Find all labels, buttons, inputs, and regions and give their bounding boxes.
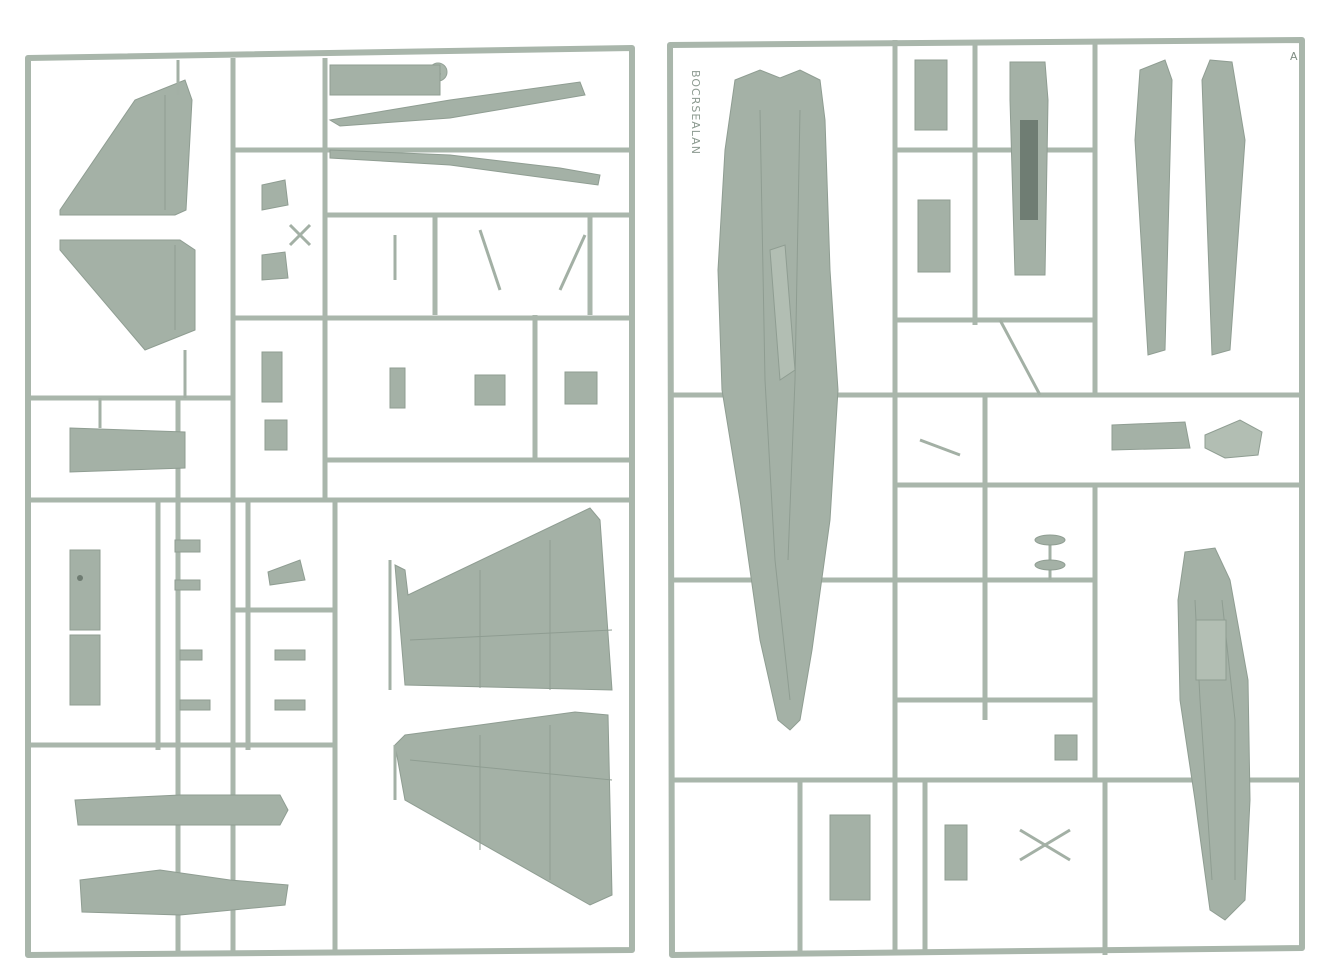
strake-part-2 bbox=[79, 869, 289, 916]
canopy-frame-part bbox=[267, 559, 306, 586]
wheel-part-2 bbox=[564, 371, 598, 405]
pylon-long-2 bbox=[1201, 59, 1246, 356]
left-sprue: B bbox=[25, 45, 635, 958]
seat-part-2 bbox=[261, 251, 289, 281]
panel-part bbox=[329, 64, 441, 96]
tail-fin-lower bbox=[59, 239, 196, 351]
pylon-long-1 bbox=[1134, 59, 1173, 356]
tail-fin-upper bbox=[59, 79, 193, 216]
cockpit-tub-part-2 bbox=[69, 634, 101, 706]
seat-part bbox=[261, 179, 289, 211]
right-sprue-frame-text: BOCRSEALAN bbox=[689, 70, 702, 155]
cockpit-tub-part bbox=[69, 549, 101, 631]
right-sprue-frame bbox=[667, 37, 1305, 958]
fuselage-half bbox=[717, 69, 839, 731]
wing-lower bbox=[394, 711, 613, 906]
wheel-part bbox=[474, 374, 506, 406]
console-part bbox=[914, 59, 948, 131]
right-sprue-label: A bbox=[1290, 50, 1298, 63]
nose-cone-part bbox=[1204, 419, 1263, 459]
console-part-2 bbox=[917, 199, 951, 273]
wing-upper bbox=[394, 507, 613, 691]
pylon-part-2 bbox=[329, 149, 601, 186]
intake-part bbox=[69, 427, 186, 473]
fuel-tank-part bbox=[1111, 421, 1191, 451]
right-sprue: BOCRSEALAN A bbox=[667, 37, 1305, 958]
pylon-part-1 bbox=[328, 81, 586, 127]
strake-part-1 bbox=[74, 794, 289, 826]
left-sprue-frame bbox=[25, 45, 635, 958]
